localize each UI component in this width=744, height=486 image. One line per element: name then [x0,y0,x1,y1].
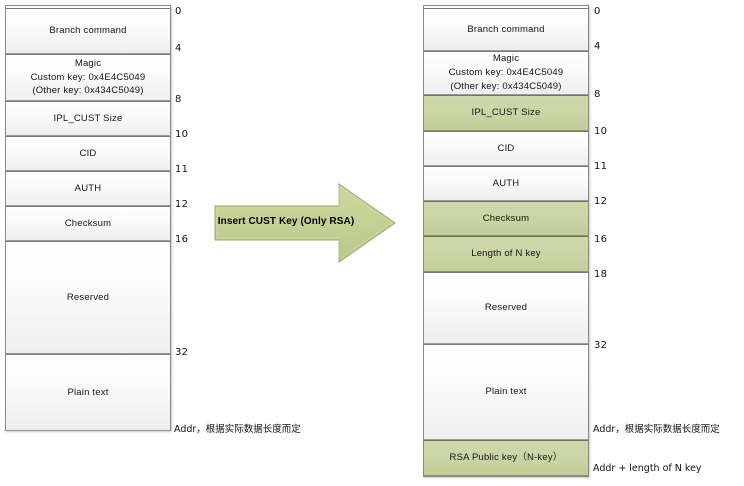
memory-row-line: Branch command [49,25,127,37]
memory-row-line: Magic [74,57,102,69]
memory-row-checksum: Checksum [423,201,589,236]
offset-note-addr-note: Addr，根据实际数据长度而定 [593,424,720,435]
memory-row-line: Magic [492,53,520,65]
memory-row-branch-command: Branch command [5,8,171,54]
memory-row-auth: AUTH [423,166,589,201]
offset-tick-12: 12 [175,199,189,210]
offset-tick-10: 10 [594,126,608,137]
offset-tick-32: 32 [594,340,608,351]
memory-row-ipl-cust-size: IPL_CUST Size [423,95,589,131]
memory-row-line: IPL_CUST Size [53,112,123,124]
memory-row-line: Reserved [66,291,110,303]
offset-tick-10: 10 [175,129,189,140]
offset-tick-0: 0 [594,6,601,17]
memory-row-label: Length of N key [424,247,588,261]
memory-row-label: Branch command [6,24,170,38]
memory-row-plain-text: Plain text [5,354,171,431]
memory-row-label: CID [6,147,170,161]
memory-row-plain-text: Plain text [423,344,589,440]
memory-row-line: CID [79,147,97,159]
memory-row-label: Checksum [424,212,588,226]
offset-tick-8: 8 [594,89,601,100]
memory-row-label: Checksum [6,217,170,231]
memory-row-label: Reserved [6,291,170,305]
memory-row-label: Plain text [424,385,588,399]
memory-row-line: Checksum [64,217,112,229]
offset-tick-11: 11 [594,161,608,172]
memory-row-line: IPL_CUST Size [471,107,541,119]
memory-row-length-of-n-key: Length of N key [423,236,589,272]
memory-row-label: Branch command [424,23,588,37]
memory-row-reserved: Reserved [5,241,171,354]
offset-tick-18: 18 [594,269,608,280]
memory-row-line: Plain text [67,386,109,398]
offset-tick-4: 4 [594,41,601,52]
offset-tick-0: 0 [175,6,182,17]
memory-row-label: IPL_CUST Size [6,112,170,126]
memory-row-line: Plain text [485,386,527,398]
offset-tick-16: 16 [175,234,189,245]
offset-tick-12: 12 [594,196,608,207]
memory-row-branch-command: Branch command [423,8,589,51]
memory-row-line: Checksum [482,212,530,224]
memory-row-line: Custom key: 0x4E4C5049 [448,67,564,79]
memory-row-label: RSA Public key（N-key） [424,451,588,465]
memory-row-rsa-public-key: RSA Public key（N-key） [423,440,589,476]
memory-row-reserved: Reserved [423,272,589,344]
memory-row-line: Length of N key [471,248,541,260]
memory-row-line: (Other key: 0x434C5049) [450,80,562,92]
memory-row-line: Branch command [467,23,545,35]
memory-row-label: IPL_CUST Size [424,106,588,120]
memory-row-auth: AUTH [5,171,171,206]
arrow-shape [214,183,396,263]
offset-tick-16: 16 [594,234,608,245]
memory-row-label: Plain text [6,386,170,400]
memory-row-line: AUTH [74,182,102,194]
memory-row-line: (Other key: 0x434C5049) [32,85,144,97]
memory-row-ipl-cust-size: IPL_CUST Size [5,101,171,136]
memory-row-checksum: Checksum [5,206,171,241]
memory-row-line: Custom key: 0x4E4C5049 [30,71,146,83]
memory-row-line: Reserved [484,302,528,314]
memory-row-label: AUTH [6,182,170,196]
memory-row-label: CID [424,142,588,156]
offset-note-addr-plus-note: Addr + length of N key [593,463,702,474]
offset-note-addr-note: Addr，根据实际数据长度而定 [174,424,301,435]
memory-row-line: AUTH [492,177,520,189]
offset-tick-8: 8 [175,94,182,105]
memory-row-label: AUTH [424,177,588,191]
memory-row-line: RSA Public key（N-key） [449,452,563,464]
offset-tick-32: 32 [175,347,189,358]
memory-row-label: Reserved [424,301,588,315]
memory-row-cid: CID [5,136,171,171]
offset-tick-11: 11 [175,164,189,175]
arrow-label: Insert CUST Key (Only RSA) [217,216,355,227]
insert-cust-key-arrow: Insert CUST Key (Only RSA) [211,180,399,266]
memory-row-line: CID [497,142,515,154]
memory-row-cid: CID [423,131,589,166]
offset-tick-4: 4 [175,43,182,54]
